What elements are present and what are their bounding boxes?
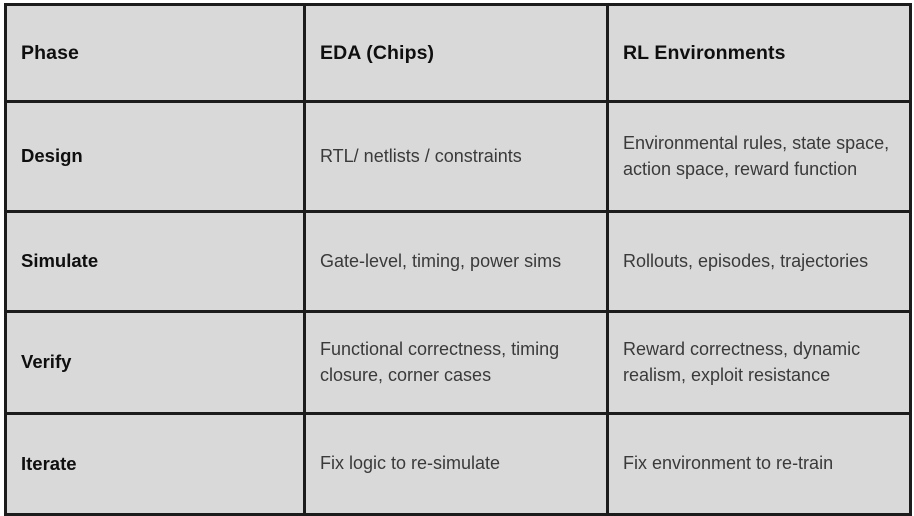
cell-eda: Functional correctness, timing closure, … bbox=[303, 310, 609, 415]
cell-phase: Iterate bbox=[4, 412, 306, 516]
cell-eda: Gate-level, timing, power sims bbox=[303, 210, 609, 313]
cell-phase: Simulate bbox=[4, 210, 306, 313]
cell-phase: Design bbox=[4, 100, 306, 213]
eda-vs-rl-comparison-table: Phase EDA (Chips) RL Environments Design… bbox=[4, 3, 912, 516]
cell-rl: Fix environment to re-train bbox=[606, 412, 912, 516]
column-header-rl: RL Environments bbox=[606, 3, 912, 103]
cell-rl: Reward correctness, dynamic realism, exp… bbox=[606, 310, 912, 415]
table-row: Design RTL/ netlists / constraints Envir… bbox=[4, 100, 912, 213]
cell-eda: Fix logic to re-simulate bbox=[303, 412, 609, 516]
table-row: Simulate Gate-level, timing, power sims … bbox=[4, 210, 912, 313]
cell-phase: Verify bbox=[4, 310, 306, 415]
column-header-phase: Phase bbox=[4, 3, 306, 103]
cell-eda: RTL/ netlists / constraints bbox=[303, 100, 609, 213]
table-header-row: Phase EDA (Chips) RL Environments bbox=[4, 3, 912, 103]
table-body: Design RTL/ netlists / constraints Envir… bbox=[4, 100, 912, 516]
table-header: Phase EDA (Chips) RL Environments bbox=[4, 3, 912, 103]
cell-rl: Environmental rules, state space, action… bbox=[606, 100, 912, 213]
column-header-eda: EDA (Chips) bbox=[303, 3, 609, 103]
comparison-table-container: Phase EDA (Chips) RL Environments Design… bbox=[4, 3, 912, 516]
cell-rl: Rollouts, episodes, trajectories bbox=[606, 210, 912, 313]
table-row: Verify Functional correctness, timing cl… bbox=[4, 310, 912, 415]
table-row: Iterate Fix logic to re-simulate Fix env… bbox=[4, 412, 912, 516]
